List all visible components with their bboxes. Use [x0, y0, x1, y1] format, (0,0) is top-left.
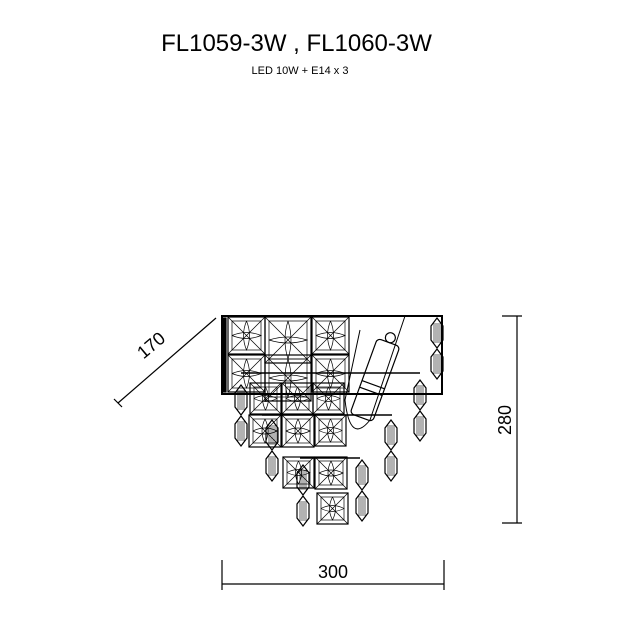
width-label: 300	[318, 562, 348, 582]
depth-dimension	[113, 317, 217, 408]
crystal-square	[248, 414, 282, 448]
crystal-square	[264, 316, 312, 364]
crystal-square	[264, 354, 312, 402]
crystal-drop	[413, 379, 427, 442]
crystal-drops	[234, 317, 444, 527]
crystal-drop	[384, 419, 398, 482]
crystal-square	[227, 316, 266, 355]
crystal-drop	[296, 464, 310, 527]
height-label: 280	[495, 405, 515, 435]
crystal-squares	[227, 316, 350, 525]
crystal-square	[314, 456, 348, 490]
crystal-square	[249, 382, 282, 415]
width-dimension	[221, 560, 445, 590]
crystal-square	[312, 382, 345, 415]
crystal-square	[316, 492, 349, 525]
crystal-square	[281, 382, 314, 415]
crystal-drop	[265, 419, 279, 482]
crystal-drop	[355, 459, 369, 522]
crystal-drop	[234, 384, 248, 447]
depth-label: 170	[133, 328, 169, 363]
crystal-square	[314, 414, 347, 447]
crystal-square	[311, 316, 350, 355]
crystal-drop	[430, 317, 444, 380]
bulb-icon	[350, 332, 400, 422]
model-title: FL1059-3W , FL1060-3W	[161, 30, 432, 57]
crystal-square	[281, 414, 315, 448]
lamp-spec: LED 10W + E14 x 3	[251, 65, 349, 77]
height-dimension	[502, 315, 522, 524]
